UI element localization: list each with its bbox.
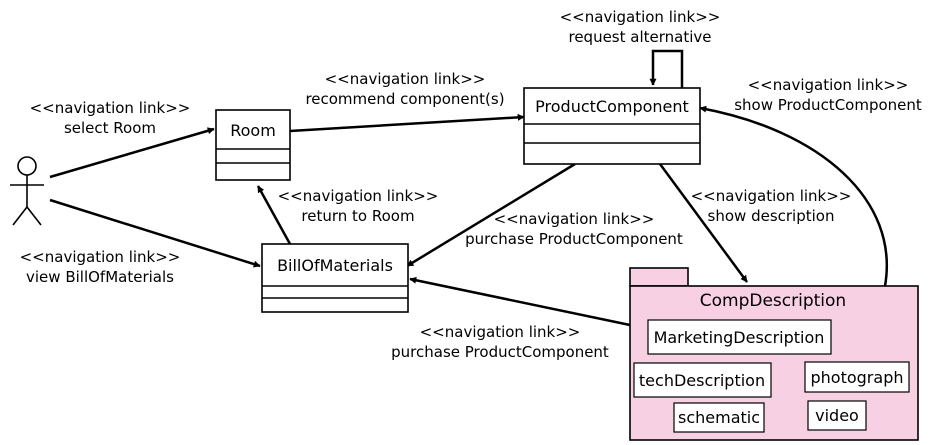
label-purchase-from-package: <<navigation link>> purchase ProductComp… xyxy=(391,323,609,361)
marketing-description-item: MarketingDescription xyxy=(654,328,825,347)
schematic-item: schematic xyxy=(678,408,760,427)
label-select-room: <<navigation link>> select Room xyxy=(30,99,191,137)
label-show-product-component: <<navigation link>> show ProductComponen… xyxy=(734,76,922,114)
video-item: video xyxy=(815,406,859,425)
stereotype-label: <<navigation link>> xyxy=(691,187,852,205)
stereotype-label: <<navigation link>> xyxy=(20,248,181,266)
label-recommend-component: <<navigation link>> recommend component(… xyxy=(305,70,504,108)
stereotype-label: <<navigation link>> xyxy=(748,76,909,94)
tech-description-item: techDescription xyxy=(639,371,765,390)
edge-show-product-component xyxy=(699,105,888,287)
stereotype-label: <<navigation link>> xyxy=(325,70,486,88)
edge-request-alternative xyxy=(649,49,684,88)
purchase-product-component-label: purchase ProductComponent xyxy=(465,230,683,248)
actor-icon xyxy=(10,156,44,226)
room-class-name: Room xyxy=(230,121,276,140)
photograph-item: photograph xyxy=(811,368,904,387)
stereotype-label: <<navigation link>> xyxy=(560,8,721,26)
package-name: CompDescription xyxy=(700,291,846,311)
edge-return-to-room xyxy=(256,185,292,245)
room-class[interactable]: Room xyxy=(215,109,291,181)
stereotype-label: <<navigation link>> xyxy=(278,187,439,205)
edge-recommend-component xyxy=(289,113,525,133)
bill-of-materials-class[interactable]: BillOfMaterials xyxy=(261,243,409,313)
purchase-product-component-label: purchase ProductComponent xyxy=(391,343,609,361)
return-to-room-label: return to Room xyxy=(301,207,414,225)
label-return-to-room: <<navigation link>> return to Room xyxy=(278,187,439,225)
label-view-bill: <<navigation link>> view BillOfMaterials xyxy=(20,248,181,286)
show-product-component-label: show ProductComponent xyxy=(734,96,922,114)
package-tab xyxy=(629,267,689,287)
edge-purchase-from-product xyxy=(406,162,576,268)
show-description-label: show description xyxy=(708,207,835,225)
label-show-description: <<navigation link>> show description xyxy=(691,187,852,225)
stereotype-label: <<navigation link>> xyxy=(494,210,655,228)
label-purchase-from-product: <<navigation link>> purchase ProductComp… xyxy=(465,210,683,248)
label-request-alternative: <<navigation link>> request alternative xyxy=(560,8,721,46)
bill-of-materials-class-name: BillOfMaterials xyxy=(277,256,393,275)
request-alternative-label: request alternative xyxy=(568,28,711,46)
edge-view-bill xyxy=(49,198,261,268)
edge-purchase-from-package xyxy=(409,276,631,327)
view-bill-of-materials-label: view BillOfMaterials xyxy=(26,268,174,286)
product-component-class[interactable]: ProductComponent xyxy=(523,87,701,165)
product-component-class-name: ProductComponent xyxy=(535,97,689,116)
stereotype-label: <<navigation link>> xyxy=(420,323,581,341)
stereotype-label: <<navigation link>> xyxy=(30,99,191,117)
edge-show-description xyxy=(658,163,749,283)
edge-select-room xyxy=(49,127,215,179)
recommend-component-label: recommend component(s) xyxy=(305,90,504,108)
comp-description-package[interactable]: CompDescription MarketingDescription tec… xyxy=(629,267,919,441)
select-room-label: select Room xyxy=(64,119,156,137)
